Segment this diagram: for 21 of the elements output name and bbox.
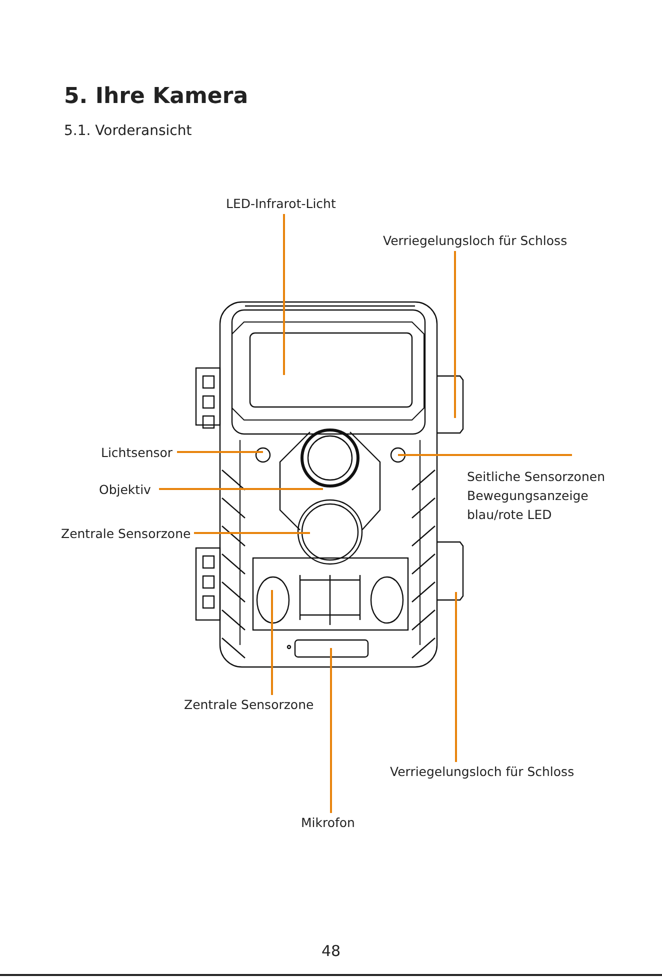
leader-line bbox=[283, 214, 285, 375]
callout-label: Mikrofon bbox=[301, 814, 355, 832]
section-title: 5. Ihre Kamera bbox=[64, 84, 248, 109]
leader-line bbox=[177, 451, 263, 453]
leader-line bbox=[271, 590, 273, 695]
callout-label: LED-Infrarot-Licht bbox=[226, 195, 336, 213]
page-number: 48 bbox=[321, 942, 341, 960]
leader-line bbox=[455, 592, 457, 762]
leader-line bbox=[398, 454, 572, 456]
callout-label: Verriegelungsloch für Schloss bbox=[383, 232, 568, 250]
leader-line bbox=[330, 648, 332, 813]
callout-label: Zentrale Sensorzone bbox=[184, 696, 314, 714]
section-subtitle: 5.1. Vorderansicht bbox=[64, 123, 192, 139]
callout-label: Zentrale Sensorzone bbox=[61, 525, 191, 543]
leader-line bbox=[454, 251, 456, 418]
callout-label: Seitliche Sensorzonen Bewegungsanzeige blau/rote LED bbox=[467, 468, 606, 524]
callout-label: Lichtsensor bbox=[101, 444, 173, 462]
callout-label: Verriegelungsloch für Schloss bbox=[390, 763, 574, 781]
leader-line bbox=[159, 488, 323, 490]
callout-label: Objektiv bbox=[99, 481, 151, 499]
leader-line bbox=[194, 532, 310, 534]
